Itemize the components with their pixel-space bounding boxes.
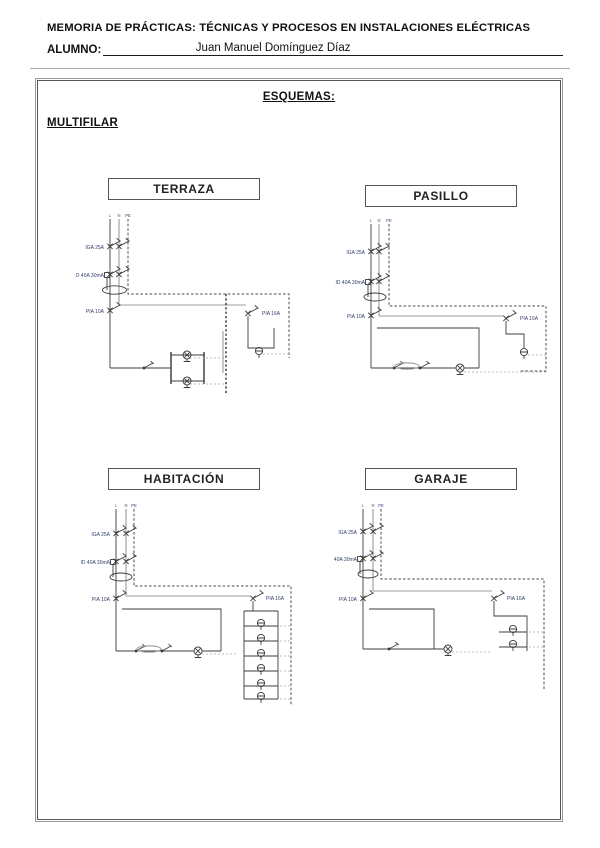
earth-wire (127, 219, 290, 358)
socket-icon (256, 618, 266, 630)
lamp-icon (182, 350, 192, 362)
section-title: ESQUEMAS: (262, 91, 336, 103)
differential-label: ID 40A 30mA (81, 560, 111, 566)
pia-16a-label: PIA 16A (266, 596, 285, 602)
neutral-label: N (117, 213, 120, 218)
socket-icon (519, 347, 529, 359)
socket-icon (256, 648, 266, 660)
differential-label: ID 40A 30mA (334, 557, 358, 563)
student-label: ALUMNO: (47, 44, 102, 56)
pia-10a-label: PIA 10A (347, 314, 366, 320)
switch-loop-wire (394, 362, 420, 370)
socket-icon (508, 624, 518, 636)
pia-10a-breaker-icon (113, 590, 127, 602)
lighting-circuit-wire (170, 352, 205, 384)
terraza-schematic: L N PE IGA 25A ID 40A 30mA PIA 10A PIA 1… (76, 213, 290, 394)
lamp-icon (443, 644, 453, 656)
pia-16a-breaker-icon (250, 590, 264, 602)
neutral-label: N (377, 218, 380, 223)
earth-label: PE (386, 218, 392, 223)
pia-10a-label: PIA 10A (86, 309, 105, 315)
switch-loop-wire (136, 645, 162, 653)
document-title: MEMORIA DE PRÁCTICAS: TÉCNICAS Y PROCESO… (47, 22, 531, 34)
differential-toroid-icon (357, 569, 379, 579)
habitacion-schematic: L N PE IGA 25A ID 40A 30mA PIA 10A PIA 1… (81, 503, 292, 706)
lamp-icon (182, 376, 192, 388)
iga-label: IGA 25A (85, 245, 104, 251)
socket-circuit-wire (243, 601, 279, 700)
earth-label: PE (125, 213, 131, 218)
phase-label: L (370, 218, 373, 223)
lamp-icon (455, 363, 465, 375)
earth-wire (133, 509, 292, 706)
pia-10a-breaker-icon (107, 302, 121, 314)
neutral-label: N (124, 503, 127, 508)
header-divider (30, 68, 570, 69)
pia-10a-breaker-icon (360, 590, 374, 602)
garaje-schematic: L N PE IGA 25A ID 40A 30mA PIA 10A PIA 1… (334, 503, 545, 691)
differential-label: ID 40A 30mA (76, 273, 105, 279)
pia-16a-label: PIA 16A (520, 316, 539, 322)
iga-label: IGA 25A (338, 530, 357, 536)
socket-icon (256, 678, 266, 690)
pasillo-schematic: L N PE IGA 25A ID 40A 30mA PIA 10A PIA 1… (336, 218, 547, 375)
socket-circuit-wire (247, 316, 275, 349)
socket-icon (508, 639, 518, 651)
garaje-title-box: GARAJE (365, 468, 517, 490)
pia-10a-label: PIA 10A (339, 597, 358, 603)
section-subtitle: MULTIFILAR (47, 117, 119, 129)
pia-16a-breaker-icon (491, 590, 505, 602)
socket-icon (256, 691, 266, 703)
lighting-circuit-wire (377, 327, 480, 368)
terraza-title-box: TERRAZA (108, 178, 260, 200)
iga-breaker-icon (113, 525, 127, 537)
differential-toroid-icon (102, 285, 127, 295)
lamp-icon (193, 646, 203, 658)
socket-circuit-wire (493, 601, 528, 651)
student-row: ALUMNO: Juan Manuel Domínguez Díaz (47, 42, 563, 56)
socket-icon (254, 346, 264, 358)
neutral-wire (378, 224, 504, 317)
differential-toroid-icon (109, 572, 133, 582)
neutral-wire (118, 219, 246, 306)
student-name: Juan Manuel Domínguez Díaz (103, 42, 563, 56)
earth-label: PE (131, 503, 137, 508)
differential-toroid-icon (363, 292, 387, 302)
phase-label: L (115, 503, 118, 508)
socket-icon (256, 663, 266, 675)
differential-label: ID 40A 30mA (336, 280, 366, 286)
content-frame: ESQUEMAS: MULTIFILAR TERRAZA PASILLO HAB… (35, 78, 563, 822)
differential-breaker-icon (113, 553, 127, 565)
pia-16a-label: PIA 16A (507, 596, 526, 602)
differential-breaker-icon (360, 550, 374, 562)
pia-16a-label: PIA 16A (262, 311, 281, 317)
phase-label: L (109, 213, 112, 218)
iga-label: IGA 25A (91, 532, 110, 538)
socket-circuit-wire (505, 321, 525, 348)
pia-10a-label: PIA 10A (92, 597, 111, 603)
neutral-wire (125, 509, 250, 597)
pia-16a-breaker-icon (245, 305, 259, 317)
socket-icon (256, 633, 266, 645)
lighting-circuit-wire (122, 608, 222, 651)
pia-16a-breaker-icon (503, 310, 517, 322)
phase-label: L (362, 503, 365, 508)
iga-breaker-icon (360, 523, 374, 535)
earth-stub (280, 625, 291, 700)
lighting-circuit-wire (369, 608, 435, 649)
iga-label: IGA 25A (346, 250, 365, 256)
neutral-label: N (371, 503, 374, 508)
earth-stub (529, 631, 544, 648)
earth-label: PE (378, 503, 384, 508)
pasillo-title-box: PASILLO (365, 185, 517, 207)
earth-stub (190, 357, 226, 385)
habitacion-title-box: HABITACIÓN (108, 468, 260, 490)
